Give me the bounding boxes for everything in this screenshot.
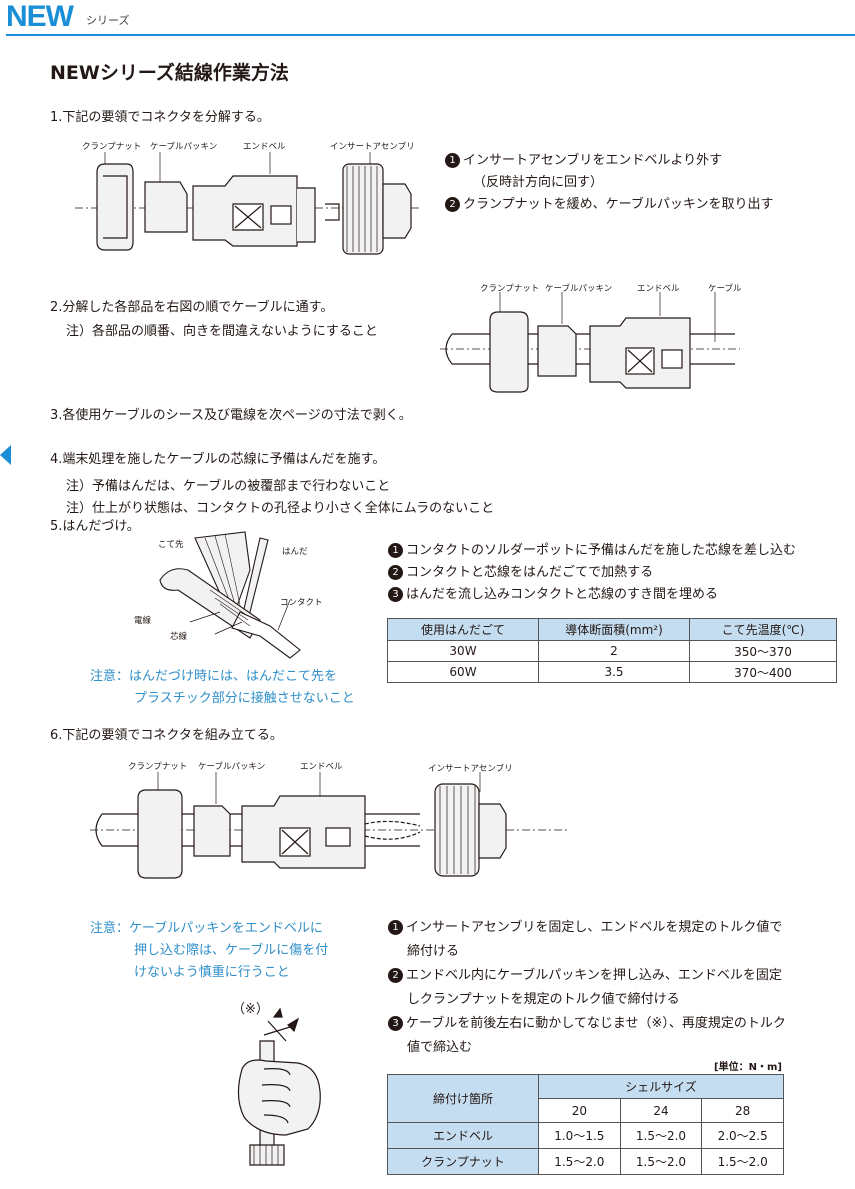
step4-note-2: 注）仕上がり状態は、コンタクトの孔径より小さく全体にムラのないこと [66, 501, 495, 516]
th-size-24: 24 [619, 1098, 703, 1123]
step6-text: 6.下記の要領でコネクタを組み立てる。 [50, 728, 283, 743]
th-iron: 使用はんだごて [387, 618, 539, 641]
assembly-diagram [90, 772, 570, 879]
mark-note: （※） [232, 1002, 269, 1017]
step6-caution-1: 注意：ケーブルパッキンをエンドベルに [90, 921, 323, 936]
step1-inst-1b: （反時計方向に回す） [473, 175, 604, 190]
label-wire: 電線 [134, 616, 152, 626]
step5-text: 5.はんだづけ。 [50, 519, 140, 534]
row-clamp-nut: クランプナット [387, 1148, 539, 1175]
cell: 1.5～2.0 [619, 1122, 703, 1149]
page-marker-icon [0, 445, 11, 465]
step6-inst-3b: 値で締込む [407, 1040, 473, 1055]
series-label: シリーズ [86, 14, 130, 27]
step6-inst-2b: しクランプナットを規定のトルク値で締付ける [407, 992, 680, 1007]
th-size-20: 20 [538, 1098, 621, 1123]
table-row: エンドベル 1.0～1.5 1.5～2.0 2.0～2.5 [387, 1122, 784, 1149]
label-cable: ケーブル [708, 284, 742, 294]
label-insert-assembly: インサートアセンブリ [330, 142, 415, 152]
number-1-icon: 1 [445, 153, 460, 168]
label-core: 芯線 [170, 632, 188, 642]
table-row: 60W 3.5 370～400 [387, 661, 837, 683]
label-clamp-nut-3: クランプナット [128, 762, 188, 772]
step2-text: 2.分解した各部品を右図の順でケーブルに通す。 [50, 300, 334, 315]
cell: 350～370 [689, 640, 837, 662]
label-clamp-nut-2: クランプナット [480, 284, 540, 294]
number-2-icon: 2 [388, 968, 403, 983]
step2-note: 注）各部品の順番、向きを間違えないようにすること [66, 324, 378, 339]
label-contact: コンタクト [280, 598, 323, 608]
cell: 370～400 [689, 661, 837, 683]
step5-caution-1: 注意：はんだづけ時には、はんだこて先を [90, 669, 338, 684]
label-endbell-2: エンドベル [637, 284, 680, 294]
label-clamp-nut: クランプナット [82, 142, 142, 152]
label-insert-assembly-3: インサートアセンブリ [428, 764, 513, 774]
table-row: クランプナット 1.5～2.0 1.5～2.0 1.5～2.0 [387, 1148, 784, 1175]
step3-text: 3.各使用ケーブルのシース及び電線を次ページの寸法で剥く。 [50, 408, 412, 423]
series-logo: NEW [6, 0, 74, 33]
step5-caution-2: プラスチック部分に接触させないこと [134, 691, 355, 706]
label-cable-packing: ケーブルパッキン [150, 142, 218, 152]
cell: 2.0～2.5 [701, 1122, 784, 1149]
th-location: 締付け箇所 [387, 1074, 539, 1123]
header-rule [6, 34, 855, 36]
threading-diagram [440, 292, 740, 393]
cell: 60W [387, 661, 539, 683]
cell: 30W [387, 640, 539, 662]
label-iron-tip: こて先 [158, 540, 184, 550]
step6-caution-2: 押し込む際は、ケーブルに傷を付 [134, 943, 329, 958]
number-1-icon: 1 [388, 543, 403, 558]
cell: 1.5～2.0 [701, 1148, 784, 1175]
number-3-icon: 3 [388, 587, 403, 602]
step6-caution-3: けないよう慎重に行うこと [134, 965, 290, 980]
number-2-icon: 2 [388, 565, 403, 580]
disassembly-diagram [75, 152, 420, 255]
row-endbell: エンドベル [387, 1122, 539, 1149]
step6-inst-1b: 締付ける [407, 944, 460, 959]
table-row: 30W 2 350～370 [387, 640, 837, 662]
step4-text: 4.端末処理を施したケーブルの芯線に予備はんだを施す。 [50, 452, 386, 467]
cell: 3.5 [538, 661, 690, 683]
unit-label: [単位：N・m] [714, 1062, 782, 1073]
th-size-28: 28 [701, 1098, 784, 1123]
label-cable-packing-2: ケーブルパッキン [545, 284, 613, 294]
hand-icon [237, 1007, 321, 1166]
label-endbell: エンドベル [243, 142, 286, 152]
step4-note-1: 注）予備はんだは、ケーブルの被覆部まで行わないこと [66, 479, 391, 494]
cell: 1.0～1.5 [538, 1122, 621, 1149]
number-1-icon: 1 [388, 920, 403, 935]
th-cross-section: 導体断面積(mm²) [538, 618, 690, 641]
step1-text: 1.下記の要領でコネクタを分解する。 [50, 110, 270, 125]
soldering-diagram [159, 531, 301, 659]
soldering-table: 使用はんだごて 導体断面積(mm²) こて先温度(℃) 30W 2 350～37… [387, 618, 837, 683]
number-3-icon: 3 [388, 1016, 403, 1031]
cell: 2 [538, 640, 690, 662]
th-tip-temp: こて先温度(℃) [689, 618, 837, 641]
torque-table: 締付け箇所 シェルサイズ 20 24 28 エンドベル 1.0～1.5 1.5～… [387, 1074, 784, 1175]
th-shell-size: シェルサイズ [538, 1074, 784, 1099]
cell: 1.5～2.0 [619, 1148, 703, 1175]
cell: 1.5～2.0 [538, 1148, 621, 1175]
page-title: NEWシリーズ結線作業方法 [50, 62, 289, 84]
label-cable-packing-3: ケーブルパッキン [198, 762, 266, 772]
label-solder: はんだ [282, 547, 308, 557]
label-endbell-3: エンドベル [300, 762, 343, 772]
number-2-icon: 2 [445, 197, 460, 212]
